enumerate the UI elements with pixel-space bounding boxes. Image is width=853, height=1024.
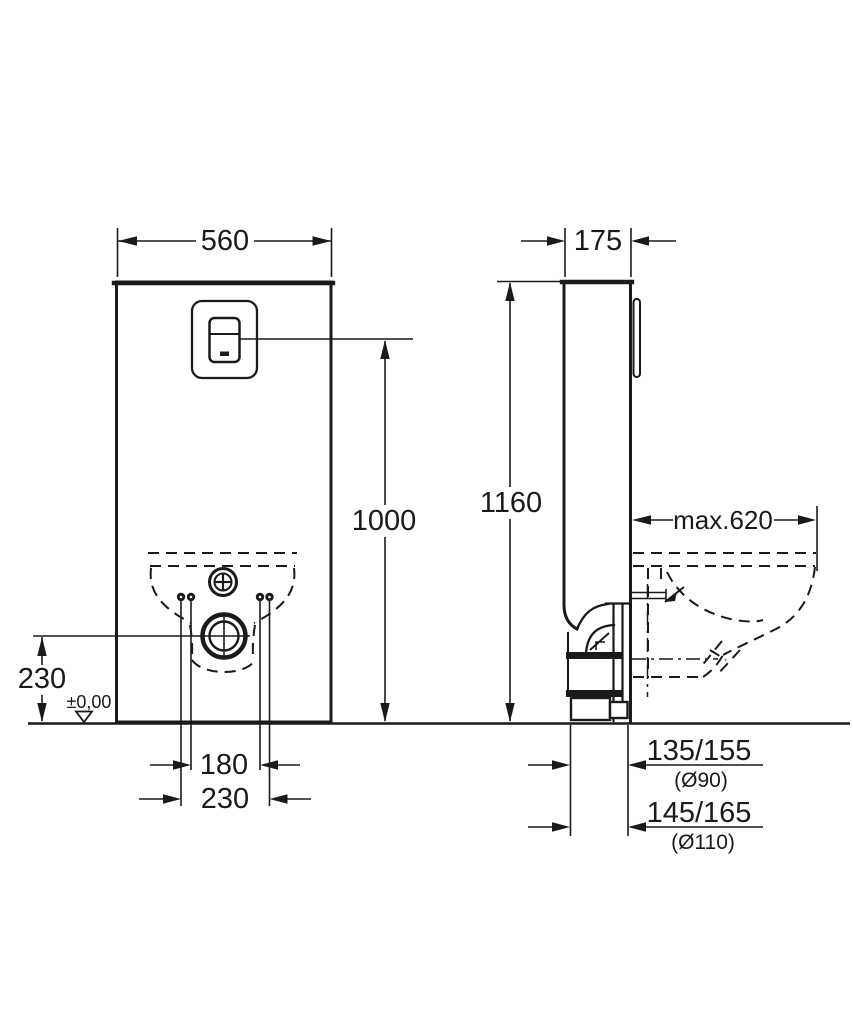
bowl-inner-curve: [666, 571, 764, 623]
flush-plate-side-profile: [632, 298, 641, 378]
dim-flush-height-1000: 1000: [240, 338, 417, 722]
dim-outlet-offsets: 135/155 (Ø90) 145/165 (Ø110): [528, 725, 763, 854]
front-view: 560 1000 1160 230: [18, 225, 563, 815]
arrowhead-right: [163, 794, 181, 804]
dim-label-diameter-110: (Ø110): [671, 831, 735, 854]
dim-label-230-left: 230: [18, 663, 66, 695]
wc-bowl-outline-front: [148, 552, 297, 673]
base-box: [569, 696, 612, 722]
water-supply-connection: [208, 567, 238, 597]
frame-bar-lower: [566, 690, 622, 697]
fixing-rod: [632, 586, 685, 603]
arrowhead-left: [632, 515, 651, 525]
dim-label-diameter-90: (Ø90): [674, 769, 728, 792]
dim-total-height-1160: 1160: [480, 280, 563, 722]
wc-bowl-outline-side: [633, 552, 816, 678]
frame-bar-upper: [566, 652, 622, 659]
dim-label-175: 175: [574, 225, 622, 257]
arrowhead-right: [552, 822, 570, 832]
arrowhead-up: [505, 282, 515, 301]
fixing-bolt-center: [189, 595, 193, 599]
dim-projection-max620: max.620: [632, 505, 818, 571]
rod-flag-head: [665, 592, 677, 602]
dim-label-1160: 1160: [480, 487, 542, 519]
supply-outer-circle: [208, 567, 238, 597]
bowl-outer-curve: [722, 566, 816, 656]
module-rear-edge: [562, 281, 580, 632]
datum-marker: ±0,00: [67, 692, 112, 724]
dim-label-max620: max.620: [673, 505, 773, 535]
arrowhead-right: [173, 760, 191, 770]
outlet-elbow-assembly: [566, 602, 632, 722]
bowl-arc-bottom: [191, 659, 256, 673]
arrowhead-left: [260, 760, 278, 770]
dim-label-145-165: 145/165: [647, 797, 752, 829]
arrowhead-down: [380, 703, 390, 722]
elbow-flap-step: [595, 641, 605, 650]
fixing-bolt-center: [179, 595, 183, 599]
dim-label-180: 180: [200, 749, 248, 781]
arrowhead-left: [628, 760, 646, 770]
dim-bolt-spacing-180: 180: [150, 749, 300, 781]
fixing-bolt-center: [268, 595, 271, 599]
fixing-bolts: [176, 592, 274, 806]
dim-depth-175: 175: [521, 225, 676, 277]
flush-plate-button-dash: [220, 351, 229, 356]
bowl-bottom-curve: [702, 654, 724, 678]
arrowhead-down: [37, 703, 47, 722]
dim-label-135-155: 135/155: [647, 735, 752, 767]
trap-line-1: [699, 640, 723, 669]
bowl-arc-right: [253, 567, 296, 624]
arrowhead-left: [118, 236, 137, 246]
fixing-bolt-center: [258, 595, 262, 599]
datum-label: ±0,00: [67, 692, 112, 712]
arrowhead-right: [798, 515, 816, 525]
dim-offset-135-155: 135/155 (Ø90): [528, 735, 763, 792]
dim-label-230-bottom: 230: [201, 783, 249, 815]
arrowhead-right: [552, 760, 570, 770]
supply-inner-circle: [213, 572, 233, 592]
bowl-arc-left: [149, 567, 192, 624]
flush-plate-button: [208, 316, 241, 364]
dim-bolt-spacing-230: 230: [139, 783, 311, 815]
trap-line-2: [716, 649, 741, 676]
arrowhead-right: [547, 236, 565, 246]
elbow-outer-curve: [575, 602, 610, 631]
dim-offset-145-165: 145/165 (Ø110): [528, 797, 763, 854]
arrowhead-up: [380, 340, 390, 359]
arrowhead-left: [269, 794, 288, 804]
datum-triangle-icon: [74, 710, 94, 724]
dim-label-560: 560: [201, 225, 249, 257]
arrowhead-left: [628, 822, 646, 832]
dim-width-560: 560: [116, 225, 333, 277]
arrowhead-left: [631, 236, 649, 246]
trap-tick: [709, 649, 727, 661]
dim-outlet-height-230: 230: [18, 635, 250, 722]
arrowhead-up: [37, 637, 47, 656]
dim-label-1000: 1000: [352, 505, 417, 537]
arrowhead-right: [312, 236, 332, 246]
side-view: 175 max.620 135/155 (Ø90): [521, 225, 818, 854]
outlet-spigot: [608, 700, 629, 720]
elbow-inner-curve: [584, 623, 616, 654]
bowl-arc-right-lower: [251, 624, 256, 659]
arrowhead-down: [505, 703, 515, 722]
